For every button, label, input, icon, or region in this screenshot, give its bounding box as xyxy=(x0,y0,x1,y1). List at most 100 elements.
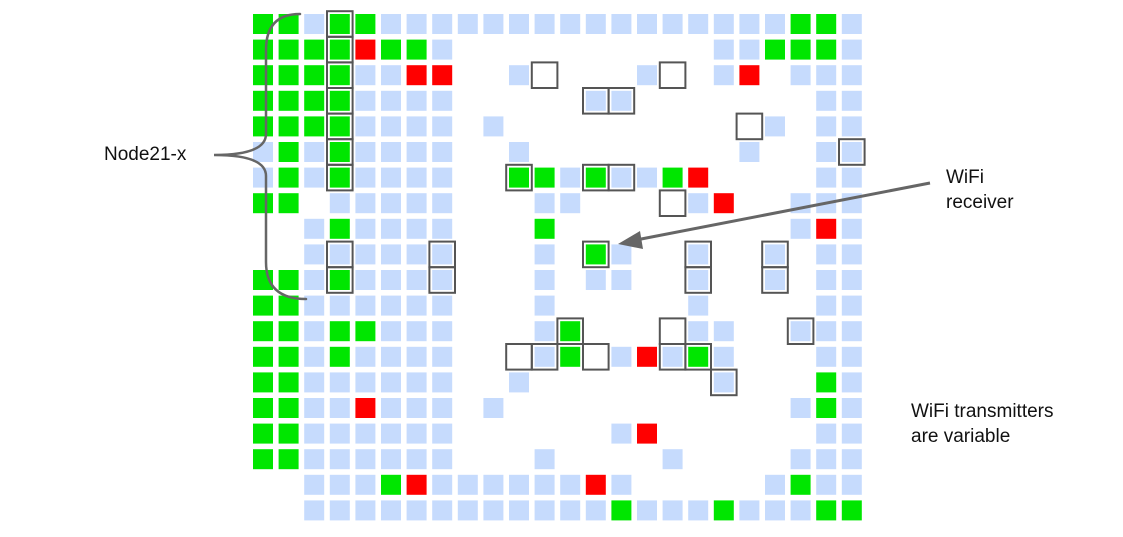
node-grid xyxy=(253,14,862,521)
grid-cell-empty xyxy=(355,90,376,111)
grid-cell-active xyxy=(816,39,837,60)
grid-cell-empty xyxy=(355,295,376,316)
grid-cell-empty xyxy=(611,167,632,188)
grid-cell-empty xyxy=(662,14,683,34)
grid-cell-empty xyxy=(253,167,273,188)
grid-cell-empty xyxy=(713,65,734,86)
grid-cell-empty xyxy=(560,500,581,521)
grid-cell-empty xyxy=(816,423,837,444)
grid-cell-empty xyxy=(841,39,862,60)
grid-cell-empty xyxy=(611,244,632,265)
grid-cell-empty xyxy=(432,90,453,111)
grid-cell-empty xyxy=(355,270,376,290)
grid-cell-empty xyxy=(381,449,401,470)
grid-cell-empty xyxy=(432,321,453,342)
grid-cell-empty xyxy=(841,398,862,418)
grid-cell-empty xyxy=(841,167,862,188)
node-outline xyxy=(761,266,789,294)
grid-cell-active xyxy=(534,218,555,239)
grid-cell-empty xyxy=(432,474,453,495)
grid-cell-alert xyxy=(713,193,734,214)
grid-cell-empty xyxy=(765,14,785,34)
grid-cell-empty xyxy=(611,270,632,290)
node-outline xyxy=(505,343,533,371)
grid-cell-empty xyxy=(534,270,555,290)
grid-cell-empty xyxy=(534,500,555,521)
grid-cell-empty xyxy=(841,65,862,86)
node-label: Node21-x xyxy=(104,144,187,165)
grid-cell-empty xyxy=(432,167,453,188)
grid-cell-empty xyxy=(329,372,350,393)
grid-cell-empty xyxy=(688,14,709,34)
grid-cell-active xyxy=(278,346,299,367)
grid-cell-empty xyxy=(406,295,427,316)
grid-cell-empty xyxy=(304,295,325,316)
grid-cell-empty xyxy=(662,346,683,367)
grid-cell-active xyxy=(816,14,837,34)
receiver-arrow-head xyxy=(618,231,643,249)
grid-cell-empty xyxy=(483,398,504,418)
grid-cell-empty xyxy=(406,244,427,265)
grid-cell-active xyxy=(841,500,862,521)
grid-cell-active xyxy=(790,14,811,34)
grid-cell-empty xyxy=(406,14,427,34)
grid-cell-active xyxy=(329,116,350,137)
grid-cell-empty xyxy=(432,500,453,521)
grid-cell-empty xyxy=(816,270,837,290)
grid-cell-empty xyxy=(381,193,401,214)
grid-cell-empty xyxy=(304,449,325,470)
grid-cell-empty xyxy=(611,474,632,495)
node-outline xyxy=(326,266,354,294)
grid-cell-empty xyxy=(355,142,376,162)
grid-cell-active xyxy=(329,346,350,367)
grid-cell-empty xyxy=(329,500,350,521)
grid-cell-empty xyxy=(688,500,709,521)
grid-cell-active xyxy=(329,218,350,239)
grid-cell-empty xyxy=(841,474,862,495)
grid-cell-empty xyxy=(483,474,504,495)
grid-cell-empty xyxy=(253,142,273,162)
grid-cell-alert xyxy=(432,65,453,86)
grid-cell-empty xyxy=(329,244,350,265)
grid-cell-empty xyxy=(355,65,376,86)
node-outline xyxy=(658,189,687,217)
grid-cell-empty xyxy=(534,346,555,367)
grid-cell-active xyxy=(278,372,299,393)
grid-cell-active xyxy=(688,346,709,367)
node-outline xyxy=(838,138,866,166)
grid-cell-empty xyxy=(585,270,606,290)
grid-cell-empty xyxy=(406,321,427,342)
grid-cell-empty xyxy=(841,90,862,111)
grid-cell-active xyxy=(304,90,325,111)
grid-cell-empty xyxy=(713,39,734,60)
grid-cell-empty xyxy=(381,295,401,316)
grid-cell-empty xyxy=(509,474,529,495)
receiver-arrow xyxy=(635,181,931,242)
grid-cell-active xyxy=(278,270,299,290)
receiver-label-line-2: receiver xyxy=(946,192,1014,213)
grid-cell-empty xyxy=(509,372,529,393)
node-outline xyxy=(710,368,738,397)
grid-cell-empty xyxy=(304,398,325,418)
grid-cell-empty xyxy=(381,65,401,86)
grid-cell-empty xyxy=(816,449,837,470)
grid-cell-active xyxy=(765,39,785,60)
grid-cell-empty xyxy=(304,346,325,367)
grid-cell-active xyxy=(560,346,581,367)
grid-cell-empty xyxy=(841,244,862,265)
grid-cell-active xyxy=(278,65,299,86)
grid-cell-empty xyxy=(611,346,632,367)
node-outline xyxy=(556,317,585,345)
grid-cell-empty xyxy=(406,142,427,162)
grid-cell-active xyxy=(253,449,273,470)
grid-cell-empty xyxy=(406,398,427,418)
grid-cell-empty xyxy=(381,167,401,188)
grid-cell-empty xyxy=(355,167,376,188)
grid-cell-active xyxy=(509,167,529,188)
grid-cell-empty xyxy=(585,500,606,521)
grid-cell-active xyxy=(329,39,350,60)
grid-cell-empty xyxy=(304,270,325,290)
grid-cell-empty xyxy=(765,270,785,290)
node-outline-group xyxy=(326,10,866,397)
grid-cell-empty xyxy=(841,423,862,444)
